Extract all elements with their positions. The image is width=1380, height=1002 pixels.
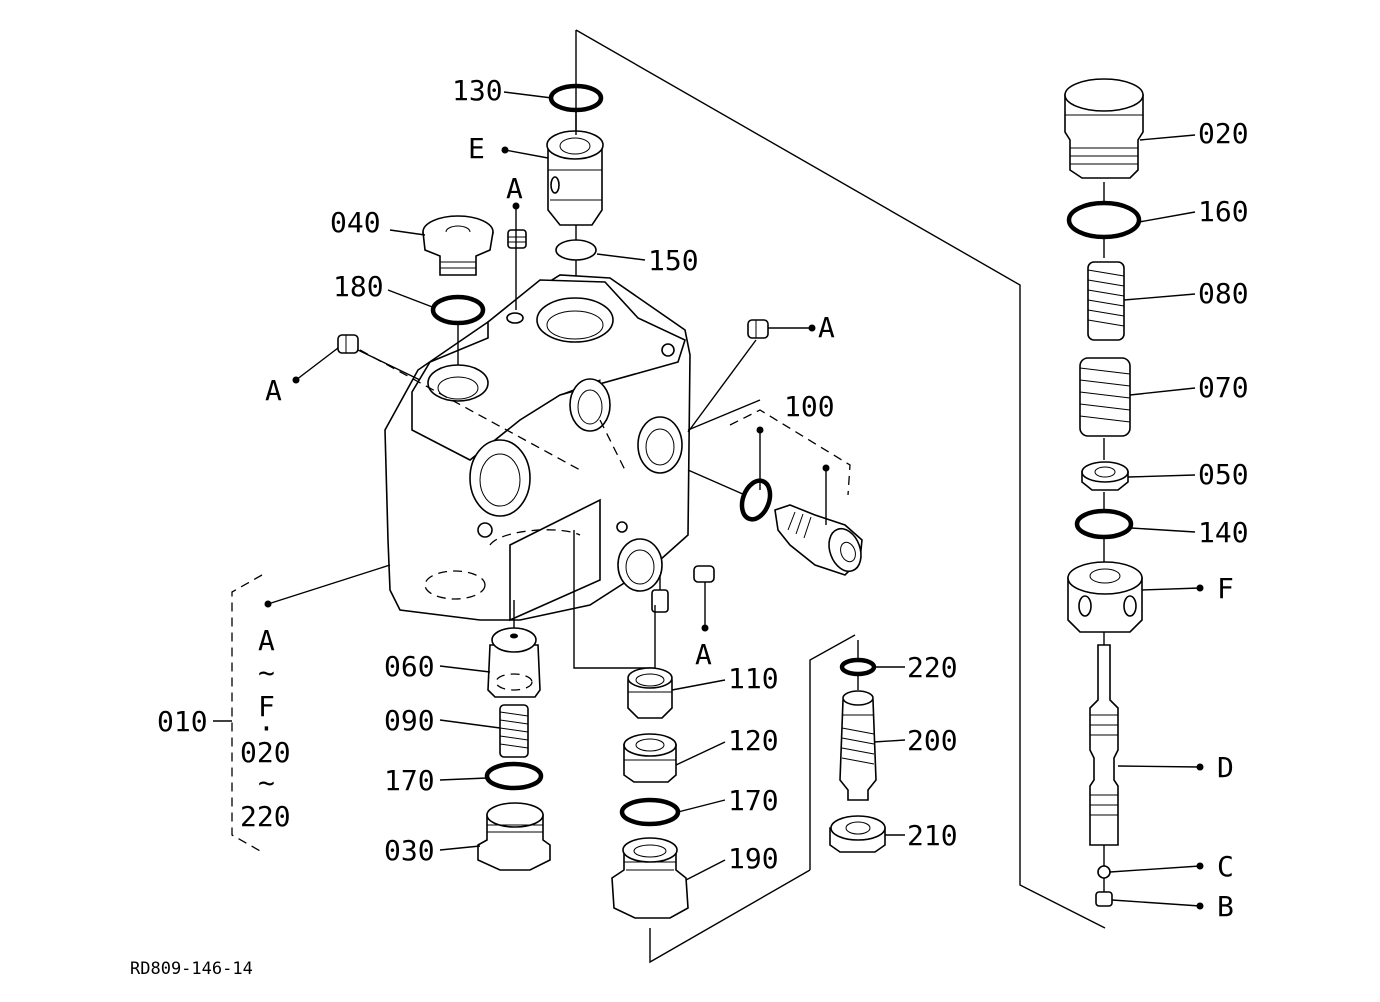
spring-070 (1079, 357, 1131, 437)
seat-110 (627, 667, 673, 719)
sleeve-F (1067, 561, 1143, 633)
label-220: 220 (907, 651, 958, 684)
label-010-220: 220 (240, 800, 291, 833)
label-A-right: A (818, 311, 835, 344)
o-ring-170-left (484, 761, 544, 791)
plug-200 (839, 690, 877, 801)
label-100: 100 (784, 390, 835, 423)
plug-030 (477, 802, 551, 871)
ball-C (1097, 865, 1111, 879)
o-ring-140 (1074, 508, 1134, 540)
label-080: 080 (1198, 277, 1249, 310)
label-010: 010 (157, 705, 208, 738)
label-B: B (1217, 890, 1234, 923)
label-180: 180 (333, 270, 384, 303)
set-screw-A-left (337, 334, 359, 354)
spool-D (1089, 644, 1119, 846)
label-210: 210 (907, 819, 958, 852)
label-170-center: 170 (728, 784, 779, 817)
label-010-f: F (258, 690, 275, 723)
pin-B (1095, 891, 1113, 907)
label-070: 070 (1198, 371, 1249, 404)
spring-090 (499, 704, 529, 758)
label-A-bottom: A (695, 638, 712, 671)
label-040: 040 (330, 206, 381, 239)
poppet-060 (487, 627, 541, 698)
label-010-tilde2: ~ (258, 766, 275, 799)
label-190: 190 (728, 842, 779, 875)
label-200: 200 (907, 724, 958, 757)
set-screw-A-bottom (651, 565, 715, 613)
plug-040 (422, 215, 494, 276)
label-150: 150 (648, 244, 699, 277)
o-ring-160 (1066, 200, 1142, 240)
label-A-top: A (506, 172, 523, 205)
o-ring-180 (430, 294, 486, 326)
label-010-sep: · (258, 712, 275, 745)
plug-190 (611, 837, 689, 919)
label-160: 160 (1198, 195, 1249, 228)
label-F: F (1217, 572, 1234, 605)
label-140: 140 (1198, 516, 1249, 549)
ring-120 (623, 733, 677, 783)
cartridge-E (546, 130, 604, 226)
label-030: 030 (384, 834, 435, 867)
label-050: 050 (1198, 458, 1249, 491)
label-110: 110 (728, 662, 779, 695)
label-020: 020 (1198, 117, 1249, 150)
washer-050 (1081, 461, 1129, 491)
set-screw-A-right (747, 319, 769, 339)
o-ring-170-center (619, 797, 681, 827)
spring-080 (1087, 261, 1125, 341)
label-010-a: A (258, 624, 275, 657)
valve-body-010 (359, 274, 761, 622)
label-E: E (468, 132, 485, 165)
label-060: 060 (384, 650, 435, 683)
part-labels: 130 E A 040 150 180 A A 100 010 A ~ F · … (130, 74, 1249, 979)
label-010-tilde1: ~ (258, 656, 275, 689)
label-010-020: 020 (240, 736, 291, 769)
label-A-left: A (265, 374, 282, 407)
label-D: D (1217, 751, 1234, 784)
ring-150 (555, 239, 597, 261)
cap-020 (1064, 78, 1144, 179)
label-120: 120 (728, 724, 779, 757)
drawing-code: RD809-146-14 (130, 959, 253, 979)
label-C: C (1217, 850, 1234, 883)
bracket-010 (231, 574, 263, 853)
o-ring-220 (839, 657, 877, 677)
leader-lines (264, 91, 1204, 910)
set-screw-A-top (507, 229, 527, 249)
label-090: 090 (384, 704, 435, 737)
ring-210 (829, 815, 886, 853)
label-170-left: 170 (384, 764, 435, 797)
label-130: 130 (452, 74, 503, 107)
relief-valve-100 (739, 478, 863, 576)
